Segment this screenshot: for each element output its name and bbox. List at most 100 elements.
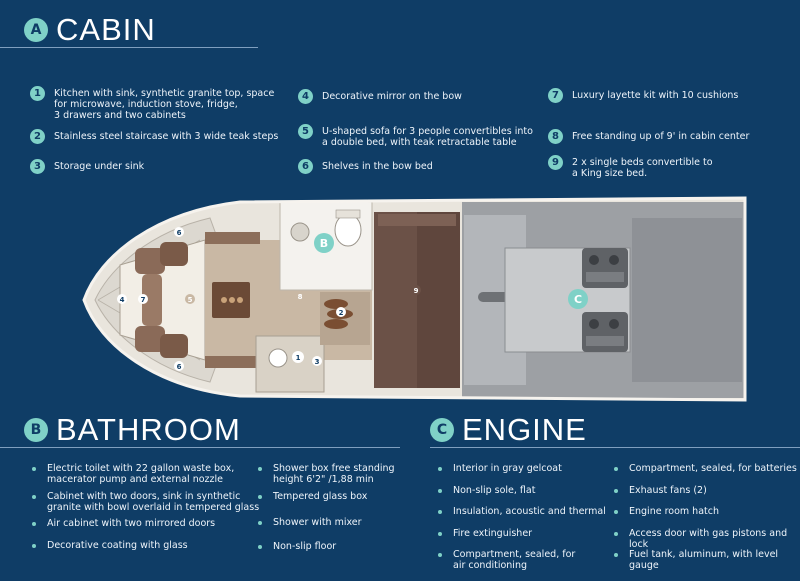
bathroom-item-text: Air cabinet with two mirrored doors [47,518,216,529]
bullet-dot [258,545,262,549]
cabin-title: CABIN [56,12,156,47]
cabin-item-text: Shelves in the bow bed [322,161,433,172]
bullet-dot [438,553,442,557]
engine-item-text: Compartment, sealed, for batteries [629,463,797,474]
plan-marker-6b: 6 [177,363,182,371]
engine-starboard [582,312,628,352]
bathroom-item-6: Tempered glass box [258,491,408,502]
cabin-item-text: Stainless steel staircase with 3 wide te… [54,131,279,142]
bathroom-item-text: Shower box free standing height 6'2" /1,… [273,463,395,485]
plan-marker-5: 5 [188,296,193,304]
bullet-dot [438,467,442,471]
bullet-dot [32,544,36,548]
plan-marker-engine: C [574,293,582,306]
plan-marker-3: 3 [315,358,320,366]
cabin-item-text: U-shaped sofa for 3 people convertibles … [322,126,533,148]
cabin-item-7: 7 Luxury layette kit with 10 cushions [548,88,788,103]
cabin-item-1: 1 Kitchen with sink, synthetic granite t… [30,86,280,121]
cabin-header: A CABIN [24,12,156,48]
cabin-item-number: 1 [30,86,45,101]
engine-item-text: Insulation, acoustic and thermal [453,506,606,517]
cabin-item-number: 7 [548,88,563,103]
cabin-item-text: 2 x single beds convertible to a King si… [572,157,713,179]
bathroom-item-2: Cabinet with two doors, sink in syntheti… [32,491,262,513]
bathroom-item-5: Shower box free standing height 6'2" /1,… [258,463,408,485]
bow-cushion [135,248,165,274]
engine-rule [430,447,800,448]
bullet-dot [614,489,618,493]
bullet-dot [614,510,618,514]
engine-item-5: Compartment, sealed, for air conditionin… [438,549,608,571]
bathroom-item-text: Electric toilet with 22 gallon waste box… [47,463,235,485]
bullet-dot [438,489,442,493]
cabin-item-text: Luxury layette kit with 10 cushions [572,90,739,101]
galley [255,335,325,393]
engine-item-text: Non-slip sole, flat [453,485,536,496]
plan-marker-bathroom: B [320,237,328,250]
engine-item-text: Compartment, sealed, for air conditionin… [453,549,576,571]
bow-cushion [142,274,162,326]
bathroom-header: B BATHROOM [24,412,241,448]
bullet-dot [32,522,36,526]
sofa-back [205,232,260,244]
single-bed-left [374,212,417,388]
cabin-item-number: 9 [548,155,563,170]
bullet-dot [32,467,36,471]
bathroom-rule [0,447,400,448]
galley-sink [268,348,288,368]
engine-item-text: Engine room hatch [629,506,719,517]
cabin-item-number: 6 [298,159,313,174]
plan-marker-7: 7 [141,296,146,304]
cabin-item-number: 4 [298,89,313,104]
bathroom-item-8: Non-slip floor [258,541,408,552]
bullet-dot [614,467,618,471]
engine-item-text: Interior in gray gelcoat [453,463,562,474]
plan-marker-8: 8 [298,293,303,301]
bathroom-item-text: Tempered glass box [273,491,368,502]
bathroom-item-text: Non-slip floor [273,541,337,552]
cabin-item-number: 3 [30,159,45,174]
engine-item-7: Exhaust fans (2) [614,485,800,496]
bullet-dot [258,467,262,471]
cabin-item-text: Storage under sink [54,161,145,172]
engine-badge: C [430,418,454,442]
boat-floor-plan: 1 2 3 4 5 6 6 7 8 9 B C [82,196,747,402]
plan-marker-2: 2 [339,309,344,317]
toilet [334,213,362,247]
engine-item-9: Access door with gas pistons and lock [614,528,800,550]
cabin-item-text: Kitchen with sink, synthetic granite top… [54,88,275,121]
engine-item-text: Access door with gas pistons and lock [629,528,788,550]
cabin-badge: A [24,18,48,42]
engine-item-text: Fuel tank, aluminum, with level gauge [629,549,779,571]
cabin-item-2: 2 Stainless steel staircase with 3 wide … [30,129,280,144]
cabin-item-5: 5 U-shaped sofa for 3 people convertible… [298,124,538,148]
cabin-item-6: 6 Shelves in the bow bed [298,159,538,174]
engine-item-6: Compartment, sealed, for batteries [614,463,800,474]
plan-marker-9: 9 [414,287,419,295]
bathroom-item-text: Decorative coating with glass [47,540,188,551]
cabin-item-9: 9 2 x single beds convertible to a King … [548,155,788,179]
bathroom-item-7: Shower with mixer [258,517,408,528]
cabin-item-number: 2 [30,129,45,144]
engine-port [582,248,628,288]
plan-marker-1: 1 [296,354,301,362]
bullet-dot [32,495,36,499]
engine-item-4: Fire extinguisher [438,528,608,539]
bullet-dot [438,510,442,514]
bullet-dot [438,532,442,536]
cabin-item-3: 3 Storage under sink [30,159,280,174]
bullet-dot [258,521,262,525]
cabin-rule [0,47,258,48]
cabin-item-text: Decorative mirror on the bow [322,91,462,102]
cabin-item-8: 8 Free standing up of 9' in cabin center [548,129,788,144]
engine-item-8: Engine room hatch [614,506,800,517]
bow-cushion [160,334,188,358]
plan-marker-4: 4 [120,296,125,304]
bullet-dot [258,495,262,499]
sofa-back [205,356,260,368]
engine-header: C ENGINE [430,412,587,448]
engine-title: ENGINE [462,412,587,447]
engine-item-10: Fuel tank, aluminum, with level gauge [614,549,800,571]
cabin-item-4: 4 Decorative mirror on the bow [298,89,538,104]
engine-item-text: Exhaust fans (2) [629,485,707,496]
